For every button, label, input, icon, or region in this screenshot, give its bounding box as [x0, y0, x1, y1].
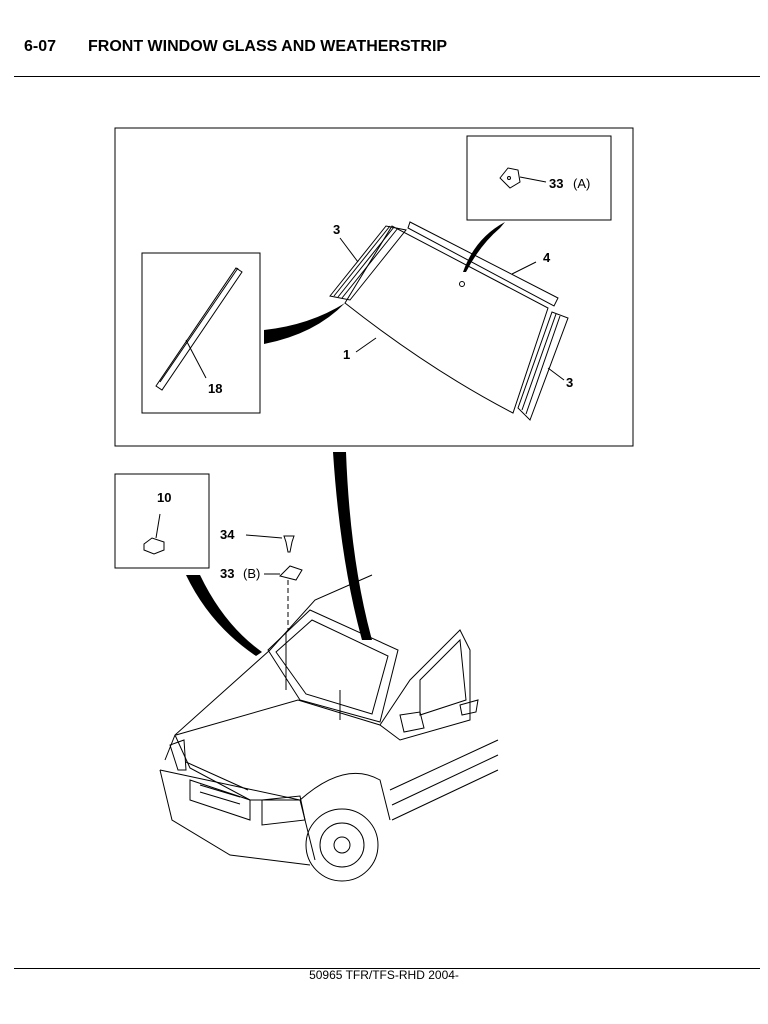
windshield-panel-frame	[114, 127, 634, 447]
callout-18: 18	[208, 381, 222, 396]
pointer-to-inset-18	[264, 303, 345, 344]
callout-10: 10	[157, 490, 171, 505]
callout-34: 34	[220, 527, 235, 542]
clip-b-part	[279, 565, 303, 581]
weatherstrip-top-part	[407, 221, 559, 307]
pointer-to-inset-10	[186, 575, 262, 656]
inset-spacer-frame	[114, 473, 210, 569]
page-title: FRONT WINDOW GLASS AND WEATHERSTRIP	[88, 38, 448, 55]
callout-3-right: 3	[566, 375, 573, 390]
callout-4: 4	[543, 250, 551, 265]
clip-a-part	[499, 167, 521, 189]
pointer-to-inset-33a	[463, 222, 505, 272]
weatherstrip-left-part	[329, 225, 407, 301]
page-footer: 50965 TFR/TFS-RHD 2004-	[309, 968, 459, 982]
footer-rule	[14, 968, 760, 969]
callout-33b-suffix: (B)	[243, 566, 260, 581]
callout-33b: 33	[220, 566, 234, 581]
inset-molding-frame	[141, 252, 261, 414]
callout-1: 1	[343, 347, 350, 362]
weatherstrip-right-part	[517, 311, 569, 421]
spacer-part	[143, 537, 165, 555]
callout-3-left: 3	[333, 222, 340, 237]
vehicle-outline	[159, 574, 499, 882]
windshield-glass-part	[344, 225, 549, 414]
screw-34-part	[283, 535, 295, 553]
callout-33a: 33	[549, 176, 563, 191]
molding-part	[155, 267, 243, 391]
pointer-to-vehicle	[333, 452, 372, 640]
callout-33a-suffix: (A)	[573, 176, 590, 191]
page-header: 6-07 FRONT WINDOW GLASS AND WEATHERSTRIP	[14, 36, 760, 77]
section-number: 6-07	[24, 38, 57, 55]
inset-clip-a-frame	[466, 135, 612, 221]
